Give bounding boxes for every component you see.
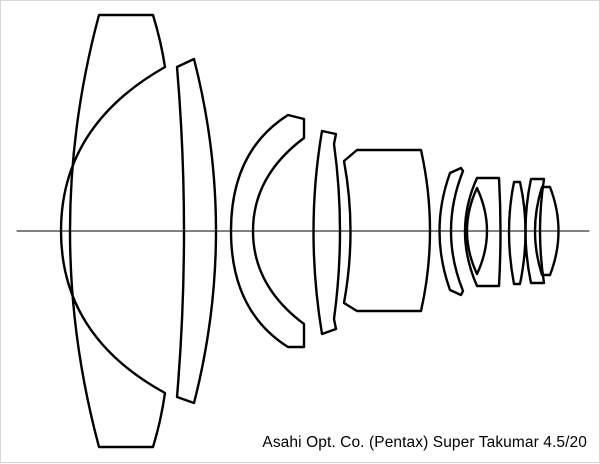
lens-element-6 [438, 166, 465, 297]
lens-element-10 [524, 177, 546, 285]
lens-element-1 [59, 13, 167, 449]
lens-element-8 [465, 186, 489, 276]
lens-element-5 [342, 148, 432, 313]
lens-element-3 [229, 113, 306, 349]
lens-element-4 [312, 129, 342, 336]
diagram-caption: Asahi Opt. Co. (Pentax) Super Takumar 4.… [262, 434, 587, 451]
lens-element-9 [507, 180, 527, 286]
lens-element-2 [175, 57, 218, 405]
lens-element-7 [463, 176, 502, 288]
lens-element-11 [533, 185, 560, 277]
